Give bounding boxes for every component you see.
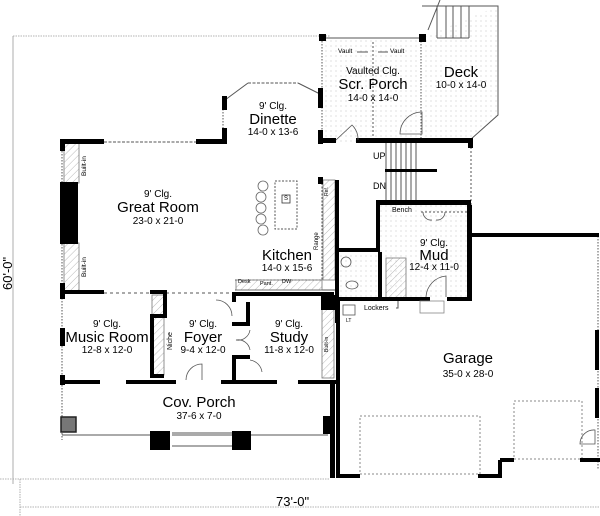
pantry-label: Pant. bbox=[260, 281, 273, 287]
garage-size: 35-0 x 28-0 bbox=[442, 369, 494, 380]
built-in-upper-label: Built-in bbox=[81, 156, 88, 176]
porch-column-left bbox=[60, 416, 77, 433]
cov-porch-name: Cov. Porch bbox=[162, 394, 236, 411]
scr-porch-name: Scr. Porch bbox=[338, 76, 408, 93]
niche-label: Niche bbox=[167, 332, 174, 350]
vault-right-label: Vault bbox=[390, 48, 405, 55]
foyer-size: 9-4 x 12-0 bbox=[180, 345, 226, 356]
sink-icon bbox=[281, 194, 291, 204]
music-room-ceiling: 9' Clg. bbox=[92, 319, 122, 330]
garage-name: Garage bbox=[442, 350, 494, 367]
mud-name: Mud bbox=[419, 247, 449, 264]
mud-ceiling: 9' Clg. bbox=[419, 238, 449, 249]
deck-name: Deck bbox=[443, 64, 479, 81]
laundry-tub-label: LT bbox=[346, 318, 352, 324]
great-room-name: Great Room bbox=[117, 199, 199, 216]
dinette-size: 14-0 x 13-6 bbox=[247, 127, 299, 138]
dishwasher-label: DW bbox=[282, 279, 292, 285]
bench-label: Bench bbox=[392, 207, 412, 214]
range-label: Range bbox=[314, 232, 320, 250]
study-ceiling: 9' Clg. bbox=[274, 319, 304, 330]
kitchen-size: 14-0 x 15-6 bbox=[261, 263, 313, 274]
scr-porch-ceiling: Vaulted Clg. bbox=[346, 66, 400, 77]
exterior-walls bbox=[60, 34, 600, 478]
foyer-ceiling: 9' Clg. bbox=[188, 319, 218, 330]
study-size: 11-8 x 12-0 bbox=[264, 345, 314, 356]
deck-size: 10-0 x 14-0 bbox=[435, 80, 487, 91]
bath-floor bbox=[338, 250, 378, 300]
dimension-lines bbox=[0, 35, 600, 516]
desk-label: Desk bbox=[238, 279, 251, 285]
lockers-label: Lockers bbox=[364, 305, 389, 312]
stair-down-label: DN bbox=[373, 181, 386, 191]
foyer-name: Foyer bbox=[183, 329, 223, 346]
kitchen-name: Kitchen bbox=[261, 247, 313, 264]
music-room-size: 12-8 x 12-0 bbox=[81, 345, 133, 356]
stair-up-label: UP bbox=[373, 151, 386, 161]
vault-left-label: Vault bbox=[338, 48, 353, 55]
mud-size: 12-4 x 11-0 bbox=[409, 262, 459, 273]
dinette-ceiling: 9' Clg. bbox=[258, 101, 288, 112]
scr-porch-size: 14-0 x 14-0 bbox=[347, 93, 399, 104]
built-in-lower-label: Built-in bbox=[81, 257, 88, 277]
study-name: Study bbox=[269, 329, 309, 346]
music-room-name: Music Room bbox=[65, 329, 149, 346]
built-in-study-label: Built-in bbox=[324, 336, 330, 352]
door-swings bbox=[185, 111, 596, 445]
dinette-name: Dinette bbox=[249, 111, 297, 128]
island-stools bbox=[255, 180, 269, 236]
cov-porch-size: 37-6 x 7-0 bbox=[176, 411, 222, 422]
fireplace-label: FP bbox=[66, 211, 78, 221]
deck-floor bbox=[322, 6, 498, 142]
great-room-size: 23-0 x 21-0 bbox=[132, 216, 184, 227]
overall-width-label: 73'-0" bbox=[276, 494, 310, 509]
great-room-ceiling: 9' Clg. bbox=[143, 189, 173, 200]
overall-depth-label: 60'-0" bbox=[0, 256, 15, 290]
ref-label: Ref. bbox=[324, 186, 330, 196]
sink-label: S bbox=[284, 196, 289, 202]
